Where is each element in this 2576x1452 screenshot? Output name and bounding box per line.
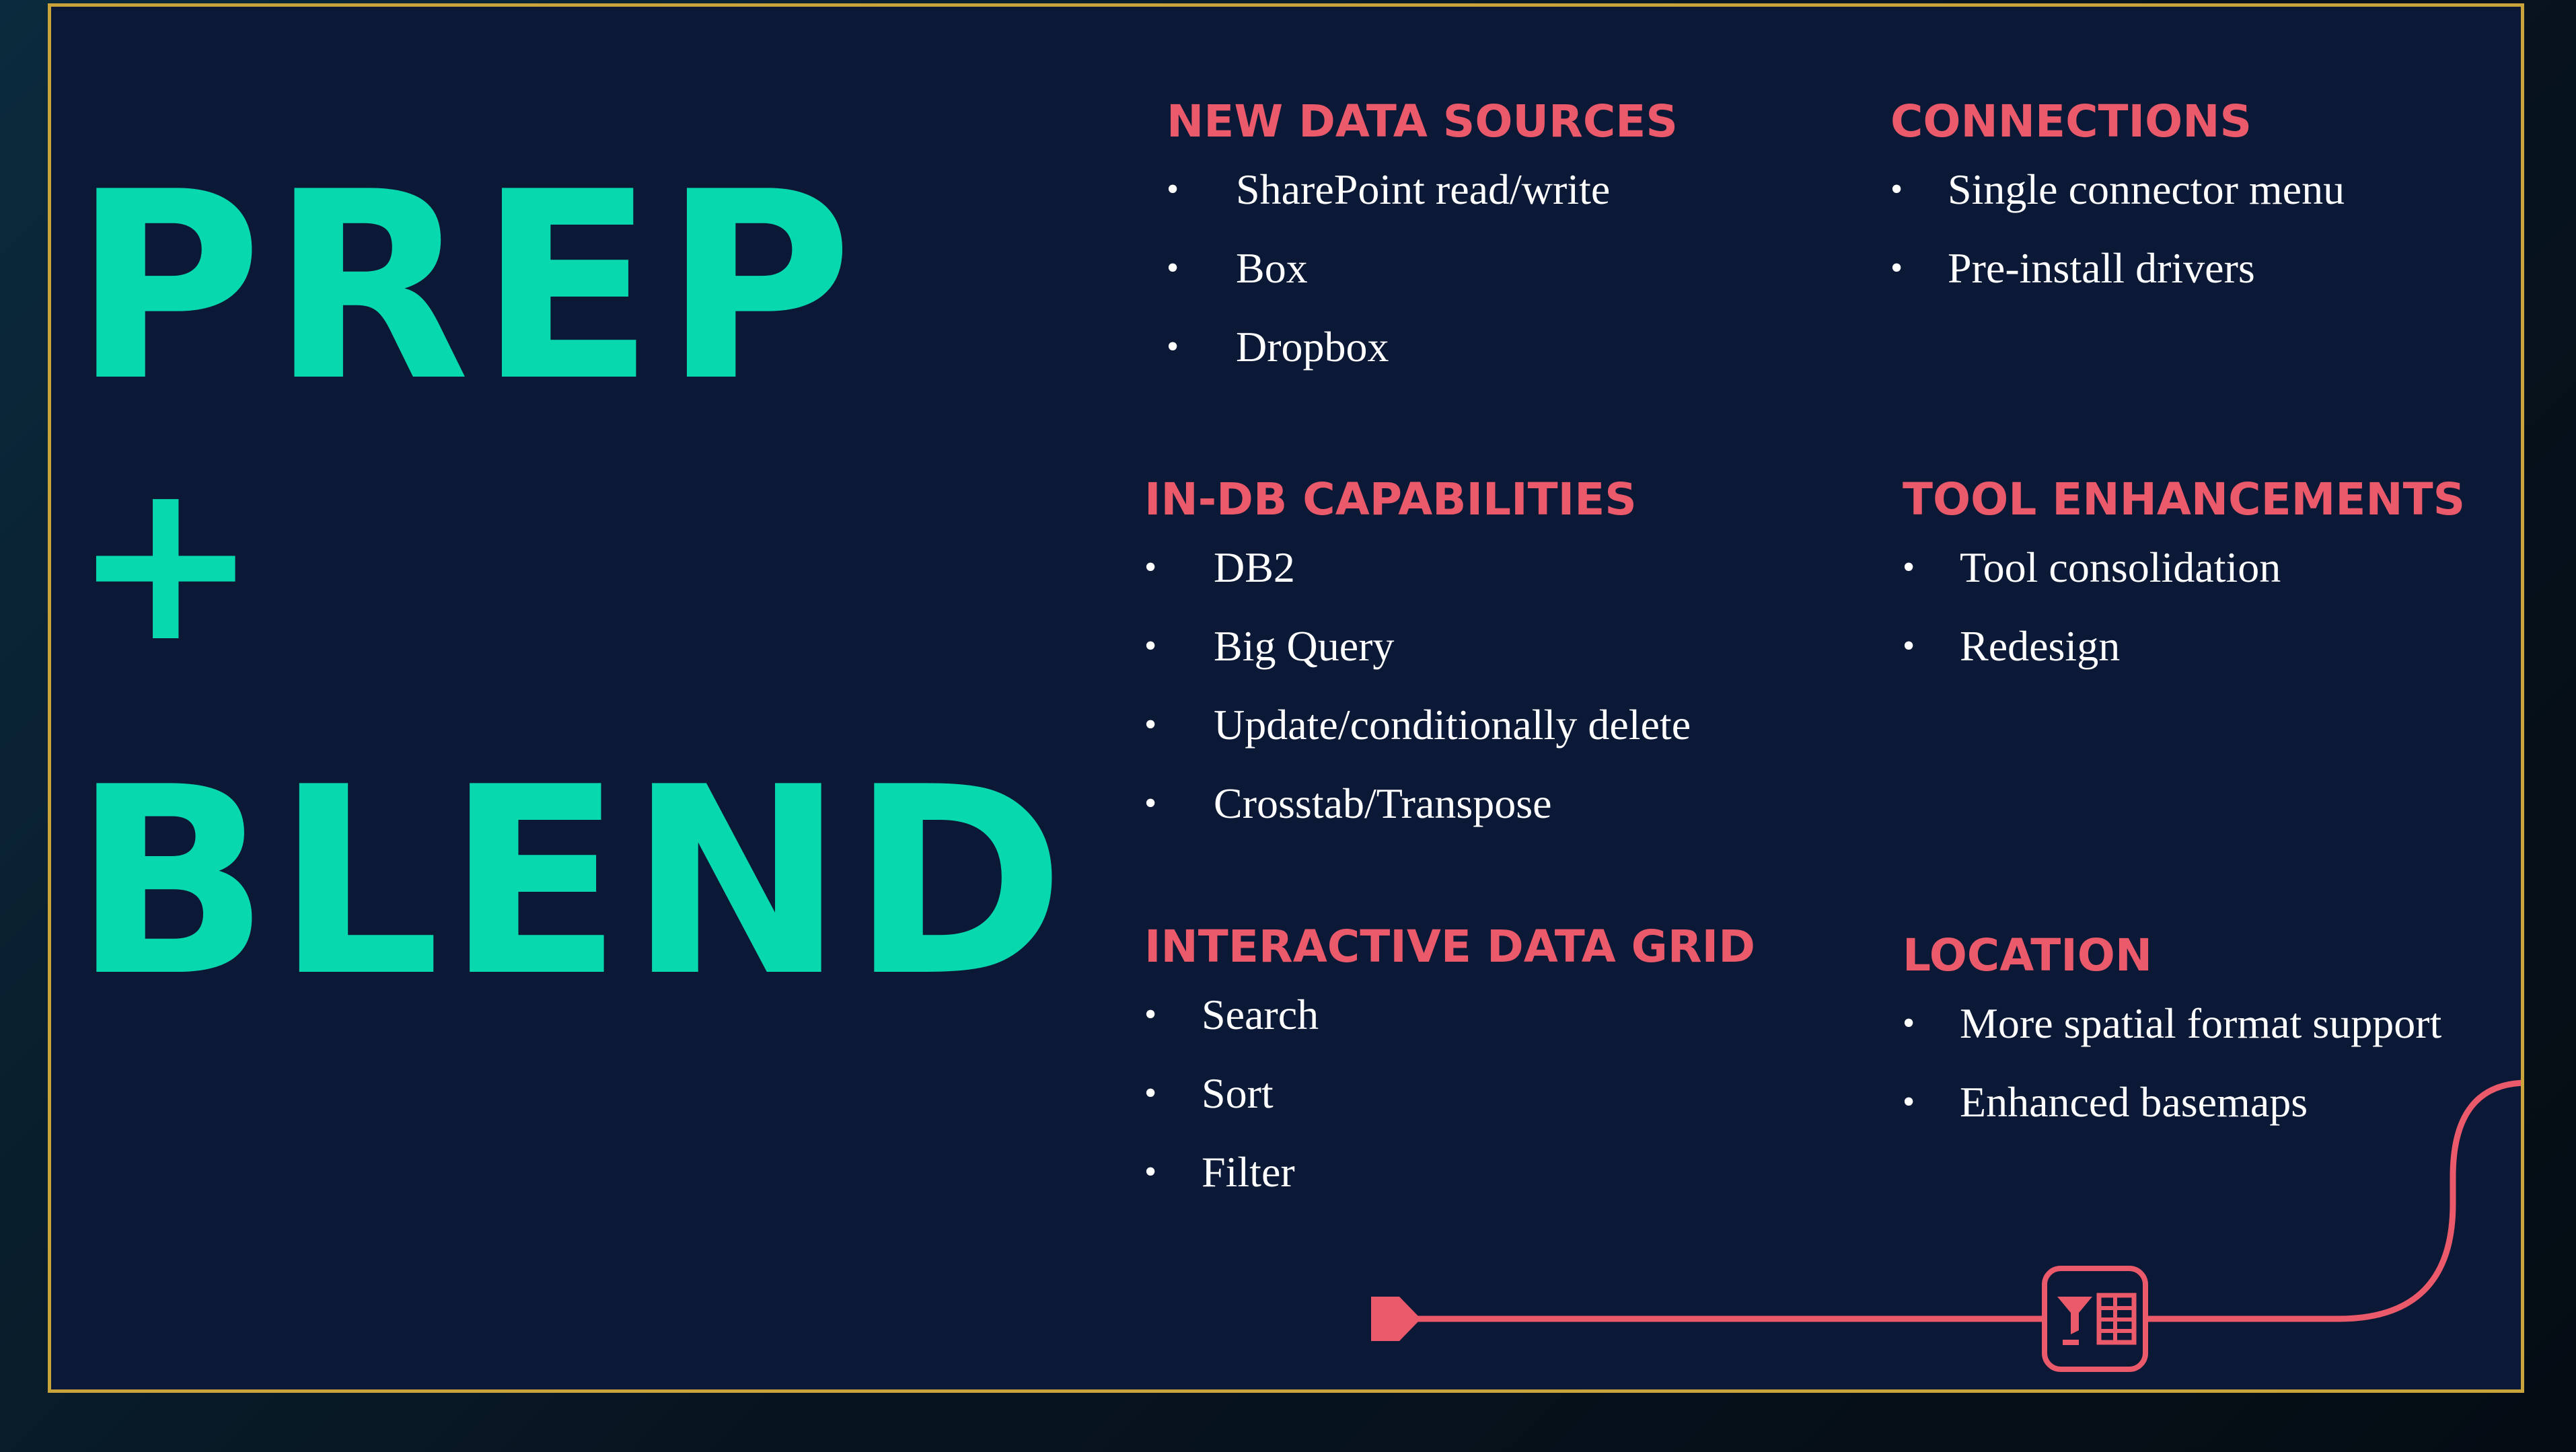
list-item-text: DB2	[1214, 543, 1295, 591]
list-item-text: Filter	[1202, 1148, 1295, 1196]
bullet-list-in-db-capabilities: • DB2 • Big Query • Update/conditionally de…	[1144, 541, 1691, 855]
bullet-icon: •	[1903, 548, 1915, 586]
list-item: • Box	[1167, 241, 1678, 320]
list-item-text: Single connector menu	[1948, 165, 2345, 213]
list-item-text: Redesign	[1960, 622, 2121, 670]
list-item: • Enhanced basemaps	[1903, 1075, 2308, 1154]
list-item: • Big Query	[1144, 619, 1637, 698]
section-tool-enhancements: TOOL ENHANCEMENTS •Tool consolidation •R…	[1903, 477, 2465, 698]
pentagon-arrow-icon	[1371, 1297, 1421, 1341]
list-item: • Sort	[1144, 1067, 1755, 1145]
bullet-icon: •	[1167, 249, 1179, 287]
bullet-icon: •	[1890, 249, 1903, 287]
hero-word-blend: BLEND	[73, 732, 1071, 1033]
list-item: • Search	[1144, 988, 1755, 1067]
bullet-icon: •	[1890, 170, 1903, 208]
list-item-text: Box	[1236, 244, 1308, 292]
section-heading-tool-enhancements: TOOL ENHANCEMENTS	[1903, 473, 2466, 525]
bullet-icon: •	[1144, 1153, 1157, 1191]
section-heading-connections: CONNECTIONS	[1890, 95, 2252, 147]
section-heading-new-data-sources: NEW DATA SOURCES	[1167, 95, 1678, 147]
list-item-text: More spatial format support	[1960, 999, 2442, 1047]
list-item: • Filter	[1144, 1145, 1755, 1224]
bullet-icon: •	[1903, 627, 1915, 665]
bullet-icon: •	[1903, 1083, 1915, 1121]
list-item-text: SharePoint read/write	[1236, 165, 1611, 213]
hero-word-prep: PREP	[73, 137, 861, 438]
list-item: • Pre-install drivers	[1890, 241, 2255, 320]
list-item-text: Search	[1202, 991, 1319, 1038]
list-item-text: Tool consolidation	[1960, 543, 2281, 591]
section-location: LOCATION • More spatial format support • E…	[1903, 929, 2441, 1154]
bullet-list-new-data-sources: • SharePoint read/write • Box • Dropbox	[1167, 163, 1678, 399]
table-filter-tool-icon[interactable]	[2042, 1266, 2148, 1372]
bullet-icon: •	[1144, 784, 1157, 823]
section-new-data-sources: NEW DATA SOURCES •SharePoint read/write …	[1167, 100, 1678, 399]
bullet-icon: •	[1144, 1074, 1157, 1112]
slide-canvas: PREP + BLEND NEW DATA SOURCES • SharePoin…	[48, 3, 2524, 1393]
bullet-list-connections: • Single connector menu • Pre-install driv…	[1890, 163, 2345, 320]
section-heading-location: LOCATION	[1903, 929, 2153, 981]
bullet-list-tool-enhancements: • Tool consolidation • Redesign	[1903, 541, 2465, 698]
list-item-text: Sort	[1202, 1069, 1274, 1117]
list-item: • More spatial format support	[1903, 997, 2441, 1075]
list-item-text: Dropbox	[1236, 323, 1389, 371]
bullet-icon: •	[1167, 170, 1179, 208]
bullet-icon: •	[1167, 328, 1179, 366]
list-item: • SharePoint read/write	[1167, 163, 1678, 241]
list-item: • Single connector menu	[1890, 163, 2345, 241]
list-item-text: Big Query	[1214, 622, 1395, 670]
hero-plus-sign: +	[73, 432, 259, 691]
section-heading-interactive-data-grid: INTERACTIVE DATA GRID	[1144, 921, 1755, 972]
list-item-text: Pre-install drivers	[1948, 244, 2255, 292]
list-item: • Update/conditionally delete	[1144, 698, 1691, 777]
section-interactive-data-grid: INTERACTIVE DATA GRID •Search •Sort •Fil…	[1144, 925, 1755, 1224]
bullet-list-interactive-data-grid: • Search • Sort • Filter	[1144, 988, 1755, 1224]
bullet-list-location: • More spatial format support • Enhanced b…	[1903, 997, 2441, 1154]
bullet-icon: •	[1144, 548, 1157, 586]
section-in-db-capabilities: IN-DB CAPABILITIES • DB2 • Big Query • Upda…	[1144, 473, 1691, 855]
section-heading-in-db-capabilities: IN-DB CAPABILITIES	[1144, 473, 1637, 525]
bullet-icon: •	[1144, 995, 1157, 1034]
bullet-icon: •	[1144, 705, 1157, 744]
list-item: • Dropbox	[1167, 320, 1678, 399]
bullet-icon: •	[1903, 1004, 1915, 1042]
list-item-text: Crosstab/Transpose	[1214, 779, 1552, 827]
bullet-icon: •	[1144, 627, 1157, 665]
list-item: • Redesign	[1903, 619, 2465, 698]
list-item: • Crosstab/Transpose	[1144, 777, 1637, 855]
list-item-text: Update/conditionally delete	[1214, 701, 1691, 749]
list-item: • Tool consolidation	[1903, 541, 2465, 619]
section-connections: CONNECTIONS • Single connector menu • Pre-…	[1890, 95, 2345, 320]
list-item: • DB2	[1144, 541, 1637, 619]
list-item-text: Enhanced basemaps	[1960, 1078, 2308, 1126]
